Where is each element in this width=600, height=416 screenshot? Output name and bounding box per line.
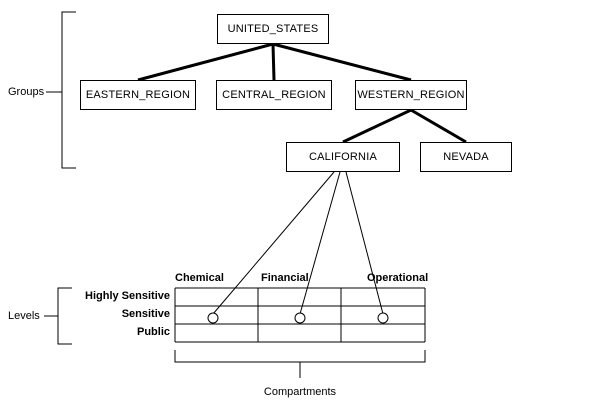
node-central-region-label: CENTRAL_REGION	[222, 89, 326, 101]
column-header-chemical: Chemical	[175, 272, 224, 284]
marker-circle-chemical	[207, 312, 219, 324]
node-western-region: WESTERN_REGION	[355, 80, 467, 110]
line-california-operational	[345, 171, 384, 315]
node-california: CALIFORNIA	[286, 142, 400, 172]
compartments-label: Compartments	[263, 386, 337, 398]
groups-label: Groups	[8, 86, 45, 98]
compartments-bracket	[174, 350, 426, 363]
row-label-public: Public	[136, 326, 170, 338]
marker-circle-operational	[377, 312, 389, 324]
marker-circle-financial	[294, 312, 306, 324]
row-label-highly-sensitive: Highly Sensitive	[85, 290, 170, 302]
node-california-label: CALIFORNIA	[308, 151, 377, 163]
levels-table-grid	[174, 287, 426, 343]
node-united-states-label: UNITED_STATES	[227, 23, 319, 35]
column-header-operational: Operational	[367, 272, 429, 284]
line-california-financial	[299, 171, 341, 315]
node-central-region: CENTRAL_REGION	[216, 80, 332, 110]
node-western-region-label: WESTERN_REGION	[357, 89, 465, 101]
row-label-sensitive: Sensitive	[121, 308, 170, 320]
node-nevada-label: NEVADA	[443, 151, 489, 163]
connector-western-nevada	[410, 108, 467, 144]
column-header-financial: Financial	[261, 272, 309, 284]
levels-label: Levels	[8, 310, 40, 322]
node-united-states: UNITED_STATES	[217, 14, 329, 44]
connector-us-central	[271, 43, 276, 81]
connector-us-eastern	[137, 42, 274, 82]
node-eastern-region-label: EASTERN_REGION	[85, 89, 191, 101]
node-eastern-region: EASTERN_REGION	[80, 80, 196, 110]
connector-us-western	[272, 42, 412, 82]
node-nevada: NEVADA	[420, 142, 512, 172]
connector-western-california	[342, 108, 412, 144]
groups-bracket	[61, 11, 76, 169]
line-california-chemical	[212, 171, 335, 315]
